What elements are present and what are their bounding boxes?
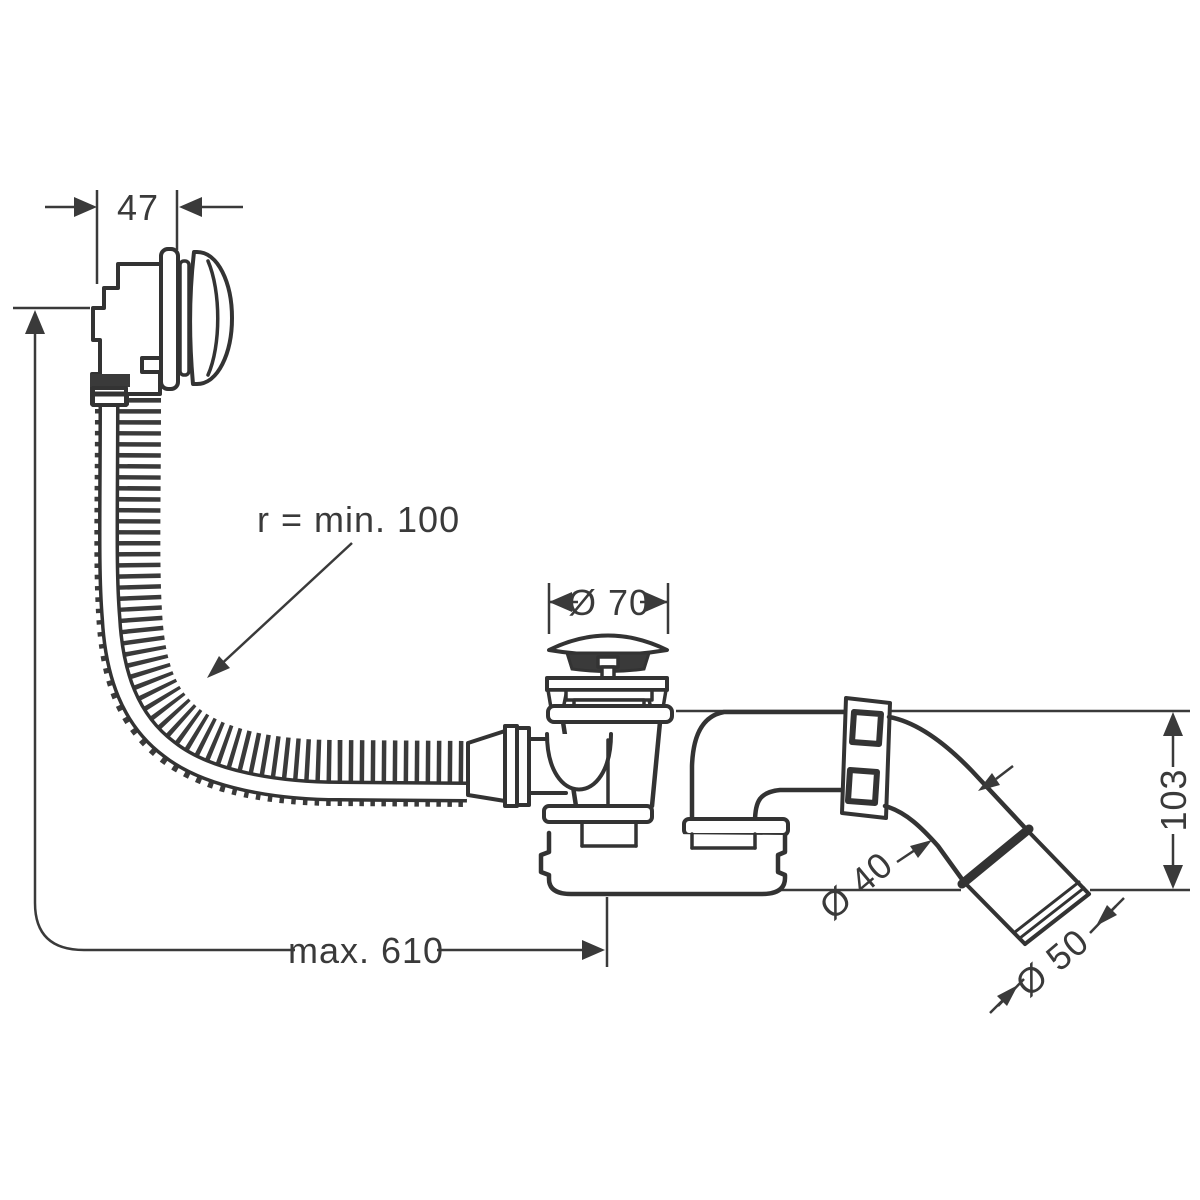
dim-103-arrow-up [1163, 712, 1183, 736]
overflow-unit [90, 247, 234, 407]
outlet-elbow [689, 709, 849, 825]
drain-fitting [466, 633, 674, 809]
trap-flange-right [682, 817, 790, 837]
hose-adapter [466, 729, 507, 803]
dim-103-arrow-down [1163, 865, 1183, 889]
hose-corrugation [94, 397, 468, 807]
dim-40-arrow-lower [910, 840, 932, 858]
socket-side-lower [962, 880, 1027, 946]
dim-47-arrow-left [74, 197, 97, 217]
trap-flange-left [542, 804, 654, 824]
hose-band [101, 397, 468, 799]
dim-70-arrow-left [549, 592, 572, 612]
dim-plug-diameter-label: Ø 70 [568, 582, 650, 623]
body-collar [546, 704, 674, 724]
elbow-outer-edge [689, 709, 849, 825]
trap-bowl [538, 830, 788, 897]
outlet-bend [882, 714, 1091, 946]
dim-max-length: max. 610 [13, 306, 609, 971]
rosette-plate-front [178, 259, 191, 377]
elbow-inner-edge [752, 787, 849, 825]
dim-height-arrow-up [25, 310, 45, 334]
rosette-cap-highlight [206, 259, 220, 377]
socket-end-ring-2 [1013, 880, 1081, 934]
flexible-hose [94, 397, 468, 807]
bend-radius-leader [215, 542, 353, 670]
hose-band-outline [98, 397, 468, 803]
tee-nut-inner [515, 726, 531, 807]
socket-rim [957, 824, 1034, 889]
dim-610-arrow-right [582, 940, 605, 960]
dim-plug-diameter: Ø 70 [547, 582, 670, 634]
bend-upper-edge [886, 714, 1031, 834]
dim-70-arrow-right [645, 592, 668, 612]
pipe-clamp [840, 696, 892, 820]
dim-40-tail-lower [896, 848, 916, 864]
rosette-cap [188, 250, 234, 386]
strainer-flange [545, 676, 669, 692]
funnel-wall-right [649, 719, 663, 809]
clamp-window-upper [849, 709, 884, 747]
bend-lower-edge [882, 803, 967, 885]
dim-47-arrow-right [179, 197, 202, 217]
dim-50-tail-lower [989, 998, 1005, 1014]
socket-end-ring-1 [1018, 886, 1086, 940]
dim-pipe-diameter-label: Ø 40 [811, 843, 900, 927]
bend-radius-arrow [207, 656, 230, 678]
trap [538, 804, 790, 897]
inner-bell [545, 732, 613, 792]
dim-bend-radius-label: r = min. 100 [257, 499, 460, 540]
dim-40-arrow-upper [978, 773, 1000, 791]
clamp-window-lower [845, 767, 880, 806]
dim-outlet-height-label: 103 [1153, 768, 1194, 831]
dim-50-tail-upper [1109, 897, 1125, 913]
overflow-union-nut [90, 374, 130, 387]
dim-bend-radius: r = min. 100 [207, 499, 460, 678]
dim-40-tail-upper [995, 765, 1014, 780]
dim-outlet-height: 103 [1153, 712, 1194, 889]
rosette-plate-back [159, 247, 180, 391]
dim-overflow-depth: 47 [45, 187, 243, 284]
socket-end-face [1023, 892, 1091, 946]
dim-l-shaped-line [33, 332, 295, 952]
dim-max-length-label: max. 610 [288, 930, 444, 971]
dim-overflow-depth-label: 47 [117, 187, 159, 228]
